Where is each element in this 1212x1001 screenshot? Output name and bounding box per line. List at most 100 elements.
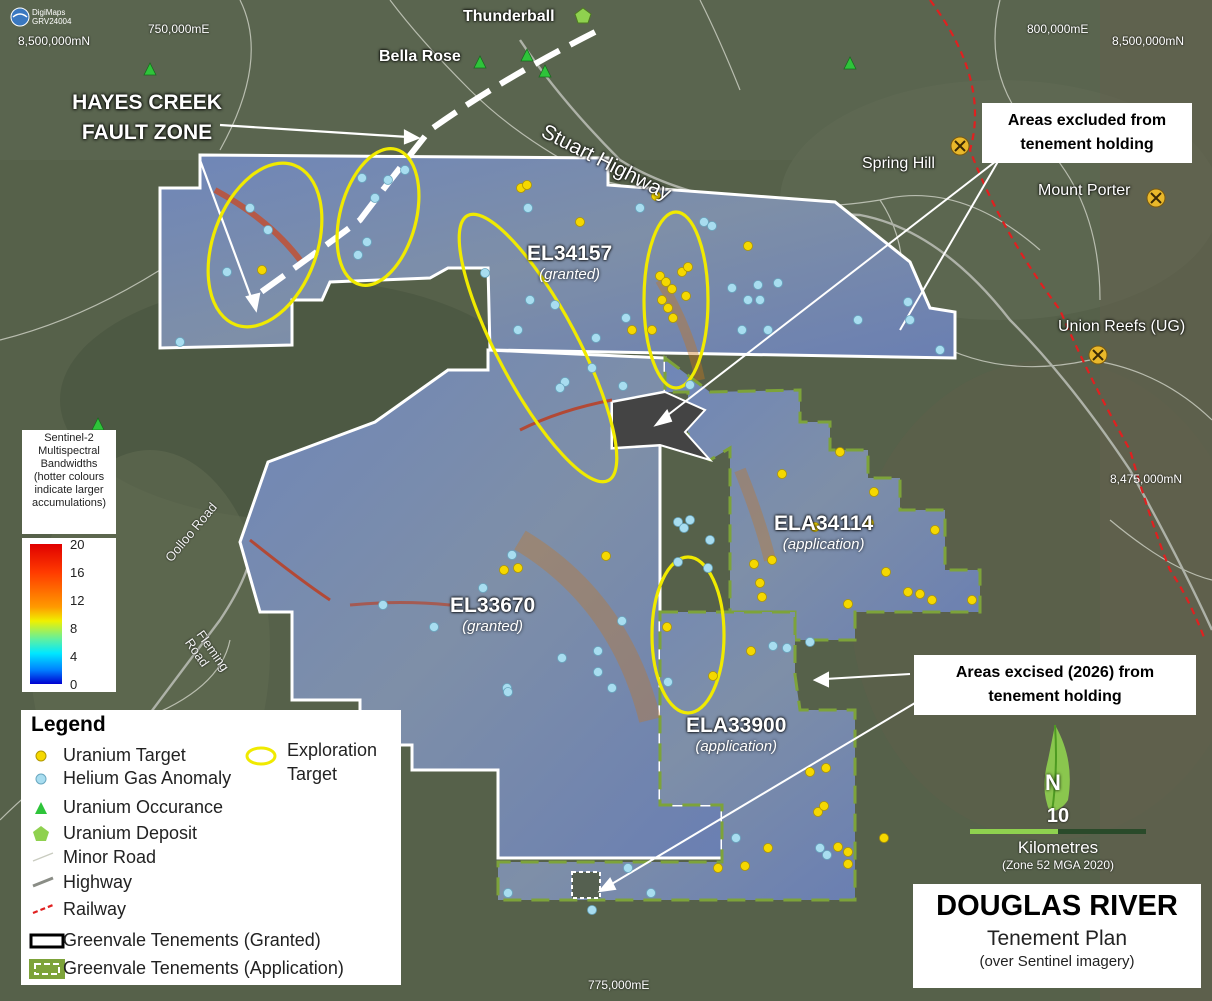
helium-gas-anomaly-point — [782, 643, 792, 653]
helium-gas-anomaly-points — [175, 165, 945, 915]
helium-gas-anomaly-point — [853, 315, 863, 325]
map-note: (over Sentinel imagery) — [979, 953, 1135, 970]
north-arrow — [1044, 724, 1070, 813]
helium-gas-anomaly-point — [737, 325, 747, 335]
scale-datum: (Zone 52 MGA 2020) — [1001, 858, 1115, 872]
fault-label-line1: HAYES CREEK — [72, 91, 222, 114]
uranium-target-point — [257, 265, 267, 275]
helium-gas-anomaly-point — [507, 550, 517, 560]
uranium-target-point — [743, 241, 753, 251]
legend-exploration-target: Exploration Target — [287, 738, 377, 786]
uranium-target-point — [757, 592, 767, 602]
helium-gas-anomaly-point — [699, 217, 709, 227]
uranium-target-point — [655, 271, 665, 281]
helium-gas-anomaly-point — [523, 203, 533, 213]
application-tenement-icon — [29, 959, 65, 979]
tenement-label-ela34114: ELA34114 (application) — [774, 512, 873, 553]
uranium-target-point — [740, 861, 750, 871]
sentinel-line: accumulations) — [32, 497, 106, 509]
helium-gas-anomaly-point — [480, 268, 490, 278]
helium-gas-anomaly-point — [623, 863, 633, 873]
uranium-target-icon — [35, 750, 47, 762]
uranium-target-point — [869, 487, 879, 497]
helium-gas-anomaly-point — [646, 888, 656, 898]
uranium-target-point — [681, 291, 691, 301]
helium-gas-anomaly-point — [673, 557, 683, 567]
helium-gas-anomaly-point — [763, 325, 773, 335]
scale-unit: Kilometres — [1017, 838, 1099, 857]
helium-gas-anomaly-point — [617, 616, 627, 626]
uranium-target-point — [813, 807, 823, 817]
granted-tenement-icon — [29, 933, 65, 949]
helium-gas-anomaly-point — [768, 641, 778, 651]
uranium-deposit-icon — [33, 826, 49, 841]
tenement-label-el33670: EL33670 (granted) — [450, 594, 535, 635]
legend-uranium-occurrence: Uranium Occurance — [63, 797, 224, 817]
uranium-target-point — [713, 863, 723, 873]
helium-gas-anomaly-point — [705, 535, 715, 545]
sentinel-line: Sentinel-2 — [44, 432, 94, 444]
helium-gas-anomaly-point — [587, 363, 597, 373]
tenement-id: EL34157 — [527, 242, 613, 265]
helium-gas-anomaly-point — [773, 278, 783, 288]
scale-tick: 4 — [70, 649, 78, 664]
helium-gas-anomaly-point — [618, 381, 628, 391]
uranium-target-point — [821, 763, 831, 773]
map-subtitle: Tenement Plan — [986, 927, 1128, 950]
helium-gas-anomaly-point — [621, 313, 631, 323]
helium-gas-anomaly-point — [731, 833, 741, 843]
helium-gas-anomaly-point — [587, 905, 597, 915]
fault-zone-label: HAYES CREEK FAULT ZONE — [68, 88, 226, 148]
callout-areas-excised: Areas excised (2026) from tenement holdi… — [914, 655, 1196, 715]
logo-line1: DigiMaps — [32, 8, 66, 17]
helium-gas-anomaly-point — [607, 683, 617, 693]
helium-gas-anomaly-point — [593, 667, 603, 677]
tenement-id: EL33670 — [450, 594, 536, 617]
helium-gas-anomaly-point — [755, 295, 765, 305]
tenement-status: (granted) — [539, 266, 601, 283]
place-union-reefs: Union Reefs (UG) — [1058, 318, 1186, 335]
place-spring-hill: Spring Hill — [862, 155, 935, 172]
colour-gradient — [30, 544, 62, 684]
uranium-occurrence-markers — [91, 48, 857, 431]
tenement-status: (application) — [695, 738, 778, 755]
tenement-label-ela33900: ELA33900 (application) — [686, 714, 786, 755]
railway-line — [929, 0, 1207, 641]
helium-gas-anomaly-point — [753, 280, 763, 290]
legend-exploration-line2: Target — [287, 764, 338, 784]
uranium-target-point — [683, 262, 693, 272]
coord-me-bottom: 775,000mE — [588, 978, 650, 992]
helium-gas-anomaly-point — [429, 622, 439, 632]
scale-tick: 20 — [70, 537, 85, 552]
uranium-target-point — [879, 833, 889, 843]
uranium-target-point — [575, 217, 585, 227]
uranium-target-point — [651, 191, 661, 201]
uranium-target-point — [647, 325, 657, 335]
railway-icon — [32, 903, 54, 915]
helium-gas-anomaly-point — [685, 380, 695, 390]
legend-greenvale-granted: Greenvale Tenements (Granted) — [63, 930, 321, 950]
uranium-target-point — [927, 595, 937, 605]
uranium-target-point — [661, 277, 671, 287]
uranium-target-point — [763, 843, 773, 853]
fault-label-line2: FAULT ZONE — [81, 121, 213, 144]
uranium-target-point — [843, 599, 853, 609]
uranium-target-point — [819, 801, 829, 811]
callout-excluded-line2: tenement holding — [1020, 136, 1154, 153]
uranium-target-point — [805, 767, 815, 777]
helium-gas-anomaly-point — [400, 165, 410, 175]
callout-areas-excluded: Areas excluded from tenement holding — [982, 103, 1192, 163]
helium-gas-anomaly-point — [175, 337, 185, 347]
uranium-target-point — [810, 522, 820, 532]
helium-gas-anomaly-point — [593, 646, 603, 656]
highway-icon — [32, 876, 54, 888]
uranium-target-point — [749, 559, 759, 569]
sentinel-description-box: Sentinel-2 Multispectral Bandwidths (hot… — [22, 430, 116, 534]
uranium-target-point — [746, 646, 756, 656]
callout-excised-line1: Areas excised (2026) from — [955, 664, 1155, 681]
uranium-target-point — [522, 180, 532, 190]
fault-pointer-arrows — [198, 123, 421, 313]
helium-gas-anomaly-point — [555, 383, 565, 393]
